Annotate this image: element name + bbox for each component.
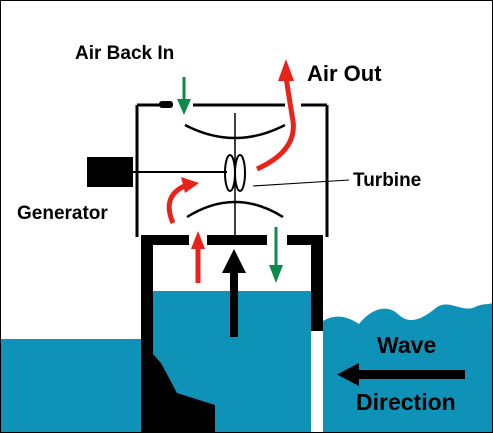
left-arrow-icon (337, 363, 465, 386)
sea-water-right (323, 303, 492, 432)
seabed-ramp (141, 341, 215, 432)
generator-label: Generator (17, 203, 108, 224)
up-arrow-icon (222, 249, 246, 337)
chamber-right-wall (311, 239, 323, 331)
duct-floor-center (207, 235, 267, 245)
valve-left (159, 101, 173, 108)
air-back-in-label: Air Back In (75, 43, 175, 64)
air-out-label: Air Out (307, 61, 382, 86)
turbine-label: Turbine (353, 170, 422, 191)
air-out-arrow-top (255, 59, 296, 172)
air-in-arrow-lower (269, 227, 283, 283)
air-out-arrow-curved (166, 177, 199, 224)
direction-label: Direction (356, 389, 456, 415)
sea-water-left (1, 339, 141, 432)
duct-floor-right (287, 235, 323, 245)
generator-box-icon (87, 157, 133, 187)
duct-floor-left (141, 235, 189, 245)
wave-label: Wave (377, 332, 437, 358)
air-in-arrow-top (177, 77, 191, 115)
air-out-arrow-lower (191, 231, 205, 283)
turbine-leader-line (252, 179, 350, 187)
